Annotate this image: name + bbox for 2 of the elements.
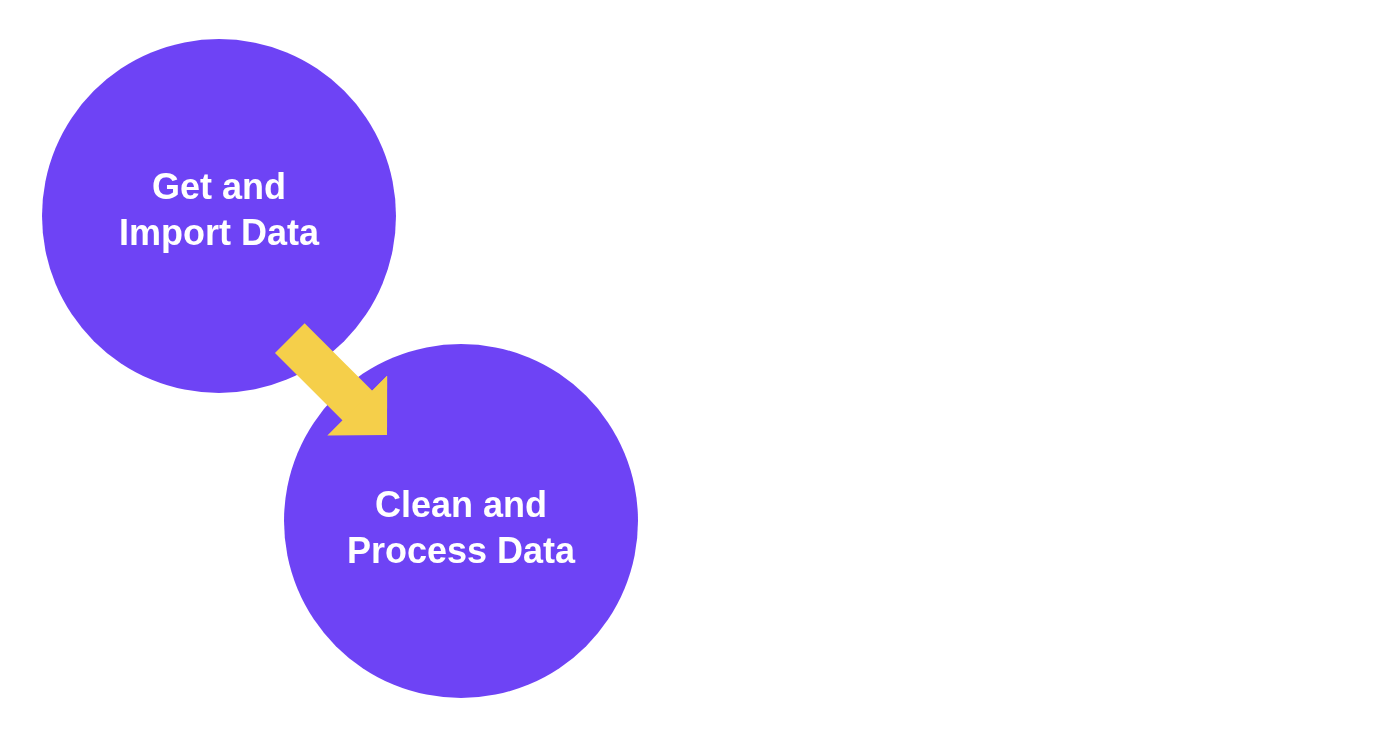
step-label: Get and Import Data [118,165,321,255]
step-label: Clean and Process Data [345,483,577,573]
